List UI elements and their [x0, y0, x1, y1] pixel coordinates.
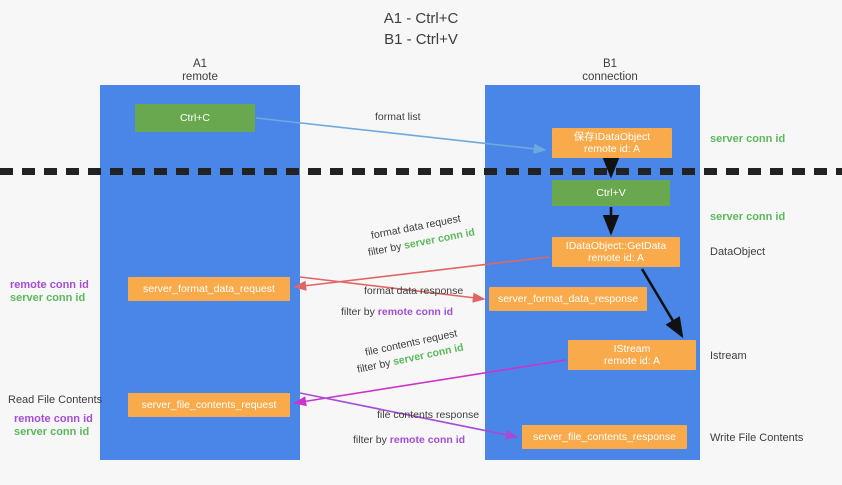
box-idataobject-getdata: IDataObject::GetData remote id: A — [552, 237, 680, 267]
edge-label-format-list: format list — [375, 111, 421, 123]
box-ctrl-c: Ctrl+C — [135, 104, 255, 132]
left-note-remote-conn-id-2: remote conn id — [14, 413, 93, 425]
box-server-format-data-request: server_format_data_request — [128, 277, 290, 301]
right-note-dataobject: DataObject — [710, 246, 766, 258]
left-note-server-conn-id-1: server conn id — [10, 292, 86, 304]
edge-label-format-data-response-filter: filter by remote conn id — [341, 306, 453, 319]
filter-prefix-2: filter by — [341, 306, 378, 318]
left-note-server-conn-id-2: server conn id — [14, 426, 90, 438]
edge-label-file-contents-response-filter: filter by remote conn id — [353, 434, 465, 447]
filter-key-remote-conn-id-1: remote conn id — [377, 306, 454, 318]
right-note-write-file-contents: Write File Contents — [710, 432, 804, 444]
box-server-file-contents-response: server_file_contents_response — [522, 425, 687, 449]
left-note-read-file-contents: Read File Contents — [8, 394, 103, 406]
box-istream: IStream remote id: A — [568, 340, 696, 370]
box-ctrl-v: Ctrl+V — [552, 180, 670, 206]
phase-divider — [0, 168, 842, 175]
right-note-server-conn-id-top: server conn id — [710, 133, 786, 145]
filter-prefix-3: filter by — [356, 356, 395, 376]
filter-prefix-1: filter by — [367, 239, 406, 259]
page-title: A1 - Ctrl+C B1 - Ctrl+V — [383, 10, 459, 48]
edge-label-format-data-response: format data response — [364, 285, 464, 297]
box-save-idataobject: 保存IDataObject remote id: A — [552, 128, 672, 158]
edge-label-file-contents-response: file contents response — [377, 409, 480, 421]
column-header-b1: B1 connection — [582, 58, 638, 83]
column-header-a1: A1 remote — [182, 58, 218, 83]
left-note-remote-conn-id-1: remote conn id — [10, 279, 89, 291]
box-server-file-contents-request: server_file_contents_request — [128, 393, 290, 417]
filter-prefix-4: filter by — [353, 434, 390, 446]
box-server-format-data-response: server_format_data_response — [489, 287, 647, 311]
right-note-istream: Istream — [710, 350, 747, 362]
right-note-server-conn-id-mid: server conn id — [710, 211, 786, 223]
filter-key-remote-conn-id-2: remote conn id — [389, 434, 466, 446]
